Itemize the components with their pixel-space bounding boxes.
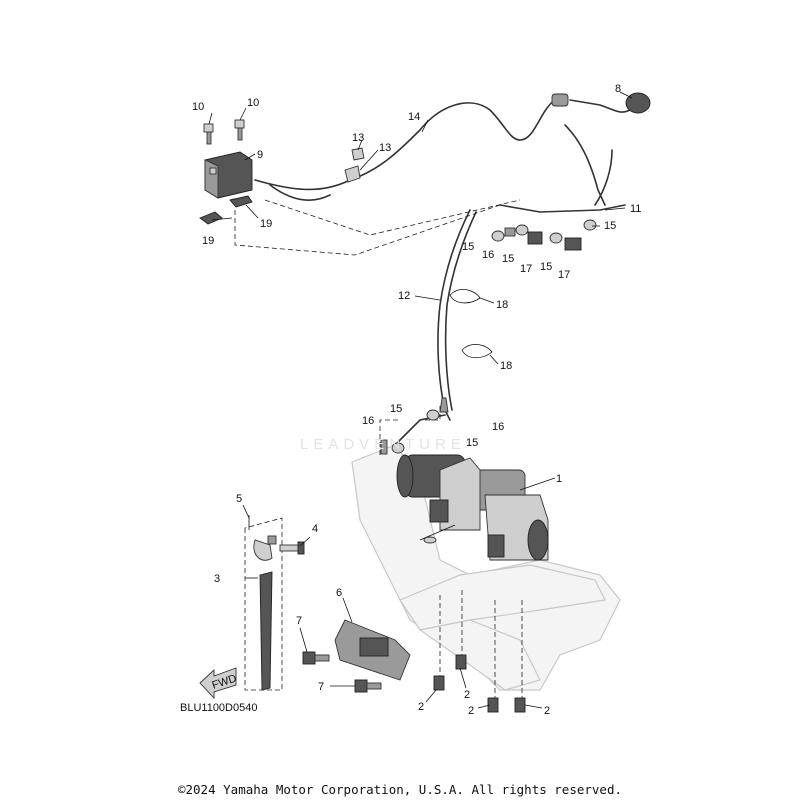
callout-17: 17 xyxy=(520,263,532,275)
callout-2: 2 xyxy=(544,705,550,717)
relay-bracket-right[interactable] xyxy=(229,195,253,208)
terminal-hardware-lower[interactable] xyxy=(380,397,449,455)
callout-11: 11 xyxy=(630,203,641,215)
mounting-bolts[interactable] xyxy=(433,654,526,713)
clamps-13[interactable] xyxy=(344,147,365,183)
terminal-hardware-upper[interactable] xyxy=(491,219,597,251)
callout-6: 6 xyxy=(336,587,342,599)
front-bumper xyxy=(351,444,621,691)
callout-15: 15 xyxy=(466,437,478,449)
callout-1: 1 xyxy=(556,473,562,485)
callout-9: 9 xyxy=(257,149,263,161)
callout-17: 17 xyxy=(558,269,570,281)
relay-bracket-left[interactable] xyxy=(199,211,223,225)
fairlead-bolt-lower[interactable] xyxy=(354,679,382,693)
callout-18: 18 xyxy=(496,299,508,311)
roller-fairlead[interactable] xyxy=(334,619,411,681)
winch-hook-strap[interactable] xyxy=(253,535,277,691)
callout-13: 13 xyxy=(379,142,391,154)
callout-15: 15 xyxy=(540,261,552,273)
callout-10: 10 xyxy=(247,97,259,109)
main-harness[interactable] xyxy=(254,99,631,213)
callout-19: 19 xyxy=(260,218,272,230)
callout-19: 19 xyxy=(202,235,214,247)
watermark: LEADVENTURE xyxy=(300,436,466,453)
callout-5: 5 xyxy=(236,493,242,505)
bolt-10-right[interactable] xyxy=(234,119,245,141)
callout-18: 18 xyxy=(500,360,512,372)
callout-4: 4 xyxy=(312,523,318,535)
callout-10: 10 xyxy=(192,101,204,113)
bolt-10-left[interactable] xyxy=(203,123,214,145)
callout-numbers: 1 2 2 2 2 3 4 5 6 7 7 8 9 10 10 11 12 13… xyxy=(192,83,641,717)
callout-8: 8 xyxy=(615,83,621,95)
callout-14: 14 xyxy=(408,111,420,123)
leader-lines xyxy=(208,91,633,709)
callout-2: 2 xyxy=(418,701,424,713)
fairlead-bolt-upper[interactable] xyxy=(302,651,330,665)
callout-16: 16 xyxy=(482,249,494,261)
callout-2: 2 xyxy=(468,705,474,717)
callout-16: 16 xyxy=(362,415,374,427)
winch-relay[interactable] xyxy=(204,151,253,199)
copyright-notice: ©2024 Yamaha Motor Corporation, U.S.A. A… xyxy=(177,782,622,797)
callout-15: 15 xyxy=(604,220,616,232)
callout-13: 13 xyxy=(352,132,364,144)
hook-bolt[interactable] xyxy=(279,541,305,555)
dashed-guides xyxy=(234,199,523,700)
callout-7: 7 xyxy=(296,615,302,627)
callout-15: 15 xyxy=(502,253,514,265)
diagram-code: BLU1100D0540 xyxy=(180,702,258,714)
winch-switch[interactable] xyxy=(551,92,651,114)
callout-15: 15 xyxy=(390,403,402,415)
callout-7: 7 xyxy=(318,681,324,693)
callout-2: 2 xyxy=(464,689,470,701)
fwd-arrow-icon: FWD xyxy=(199,667,238,700)
callout-16: 16 xyxy=(492,421,504,433)
winch-assembly[interactable] xyxy=(396,454,549,561)
callout-3: 3 xyxy=(214,573,220,585)
callout-15: 15 xyxy=(462,241,474,253)
callout-12: 12 xyxy=(398,290,410,302)
